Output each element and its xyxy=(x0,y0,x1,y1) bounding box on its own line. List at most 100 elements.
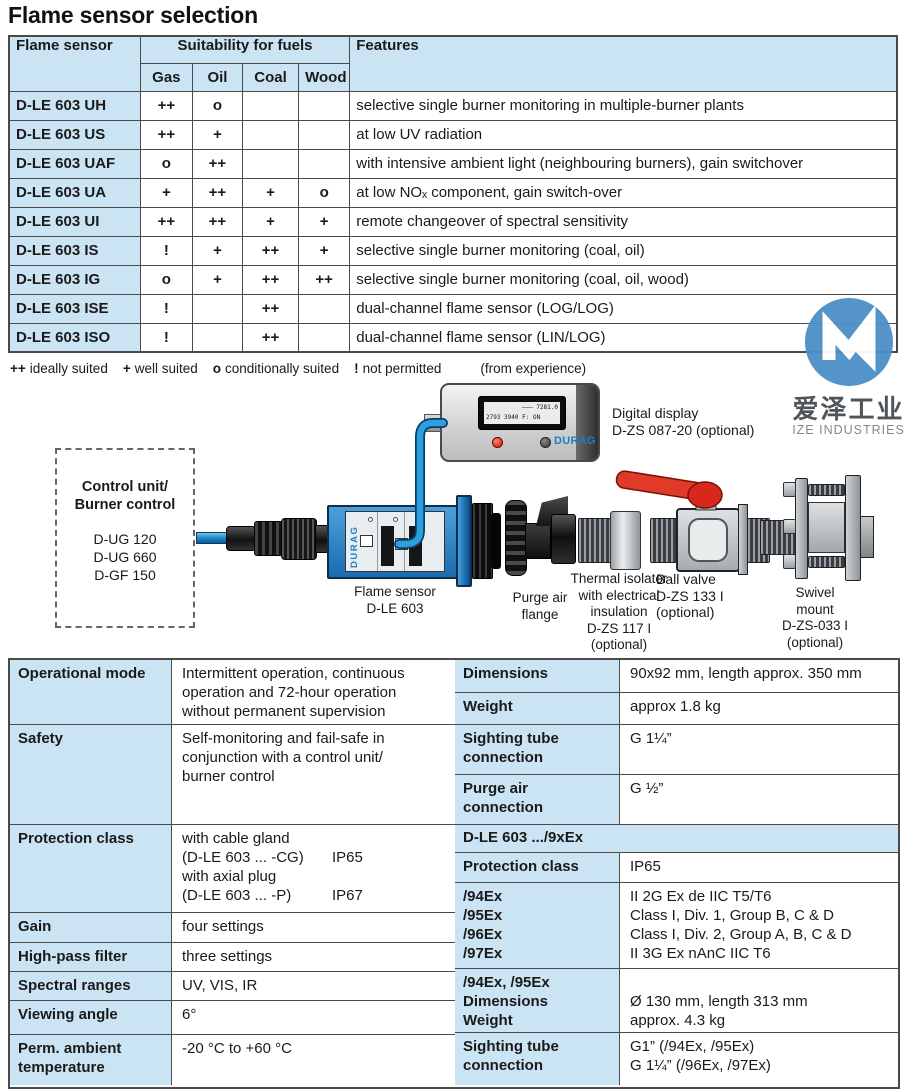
spec-value: approx 1.8 kg xyxy=(620,693,898,724)
spec-label: Spectral ranges xyxy=(10,972,172,1000)
sensor-name-cell: D-LE 603 US xyxy=(8,119,141,150)
spec-label-line: Sighting tube xyxy=(463,1038,559,1055)
suitability-cell-coal: + xyxy=(241,206,300,237)
spec-label-line: Gain xyxy=(18,918,52,935)
suitability-cell-coal: + xyxy=(241,177,300,208)
sensor-name-cell: D-LE 603 ISE xyxy=(8,293,141,324)
spec-section-header: D-LE 603 .../9xEx xyxy=(455,824,898,852)
suitability-cell-coal xyxy=(241,90,300,121)
table-row: D-LE 603 US+++at low UV radiation xyxy=(8,119,898,150)
ball-valve-stem xyxy=(695,489,717,511)
label-line: Control unit/ xyxy=(81,479,169,495)
suitability-cell-coal: ++ xyxy=(241,322,300,353)
suitability-cell-gas: o xyxy=(139,264,193,295)
suitability-cell-gas: ! xyxy=(139,322,193,353)
spec-value-line: Ø 130 mm, length 313 mm xyxy=(630,993,808,1010)
display-side-strip xyxy=(576,385,598,460)
spec-value-line: Self-monitoring and fail-safe in xyxy=(182,730,385,747)
watermark-en-text: IZE INDUSTRIES xyxy=(792,423,905,437)
features-cell: remote changeover of spectral sensitivit… xyxy=(349,206,898,237)
spec-row: Weight approx 1.8 kg xyxy=(455,692,898,724)
spec-label-line: connection xyxy=(463,799,544,816)
spec-value: -20 °C to +60 °C xyxy=(172,1035,457,1085)
spec-label-line: Protection class xyxy=(18,830,134,847)
spec-value-line: G 1¼” (/96Ex, /97Ex) xyxy=(630,1057,771,1074)
sensor-flange xyxy=(456,495,472,587)
col-header-fuel-oil: Oil xyxy=(191,62,244,92)
table-row: D-LE 603 IS!++++selective single burner … xyxy=(8,235,898,266)
spec-row: Protection class with cable gland(D-LE 60… xyxy=(10,824,457,912)
swivel-mount-stub xyxy=(860,516,874,558)
suitability-cell-wood: + xyxy=(298,235,351,266)
suitability-cell-oil xyxy=(191,293,244,324)
cable-connector xyxy=(226,526,256,551)
swivel-mount-plate xyxy=(845,475,861,581)
spec-value-line: 6° xyxy=(182,1006,197,1023)
label-line: Ball valve xyxy=(656,571,716,587)
spec-label-line: /94Ex, /95Ex xyxy=(463,974,550,991)
spec-label-line: /97Ex xyxy=(463,945,503,962)
cable-connector-ring xyxy=(254,521,283,556)
spec-value: UV, VIS, IR xyxy=(172,972,457,1000)
swivel-stud xyxy=(808,556,845,568)
lcd-line: 2793 3940 F: ON xyxy=(486,414,541,421)
spec-label-line: /96Ex xyxy=(463,926,503,943)
legend-text: conditionally suited xyxy=(225,361,340,376)
features-cell: with intensive ambient light (neighbouri… xyxy=(349,148,898,179)
spec-value-line: burner control xyxy=(182,768,275,785)
lcd-line: ——— 7281.0 xyxy=(521,404,558,411)
features-cell: selective single burner monitoring in mu… xyxy=(349,90,898,121)
suitability-cell-gas: ++ xyxy=(139,90,193,121)
watermark-cn-text: 爱泽工业 xyxy=(792,394,905,424)
spec-value-line: G ½” xyxy=(630,780,664,797)
cable-connector-knurl xyxy=(281,518,317,560)
spec-value-line: (D-LE 603 ... -CG)IP65 xyxy=(182,848,447,867)
spec-value-line: Class I, Div. 1, Group B, C & D xyxy=(630,907,834,924)
legend-symbol: + xyxy=(122,361,131,376)
spec-value-line: (D-LE 603 ... -P)IP67 xyxy=(182,886,447,905)
page-title: Flame sensor selection xyxy=(8,2,258,28)
col-header-fuel-wood: Wood xyxy=(298,62,351,92)
spec-label: Dimensions xyxy=(455,660,620,692)
thermal-isolator-thread xyxy=(578,518,611,563)
label-line: Burner control xyxy=(74,497,176,513)
ball-valve-thread-left xyxy=(650,518,677,563)
spec-label-line: Protection class xyxy=(463,858,579,875)
spec-label: Weight xyxy=(455,693,620,724)
label-line: Thermal isolator xyxy=(570,571,668,586)
sensor-name-cell: D-LE 603 IG xyxy=(8,264,141,295)
spec-value-line: operation and 72-hour operation xyxy=(182,684,397,701)
label-line: D-ZS-033 I xyxy=(781,618,849,633)
col-header-fuel-gas: Gas xyxy=(139,62,193,92)
purge-air-flange-body xyxy=(525,523,551,559)
suitability-cell-wood xyxy=(298,119,351,150)
spec-value-line: approx. 4.3 kg xyxy=(630,1012,726,1029)
purge-air-flange-knurl xyxy=(505,500,527,576)
spec-value: four settings xyxy=(172,913,457,942)
label-line: D-UG 660 xyxy=(93,549,157,565)
legend-part: ++ideally suited xyxy=(10,361,108,376)
spec-value-line: UV, VIS, IR xyxy=(182,977,258,994)
spec-value-line: approx 1.8 kg xyxy=(630,698,721,715)
